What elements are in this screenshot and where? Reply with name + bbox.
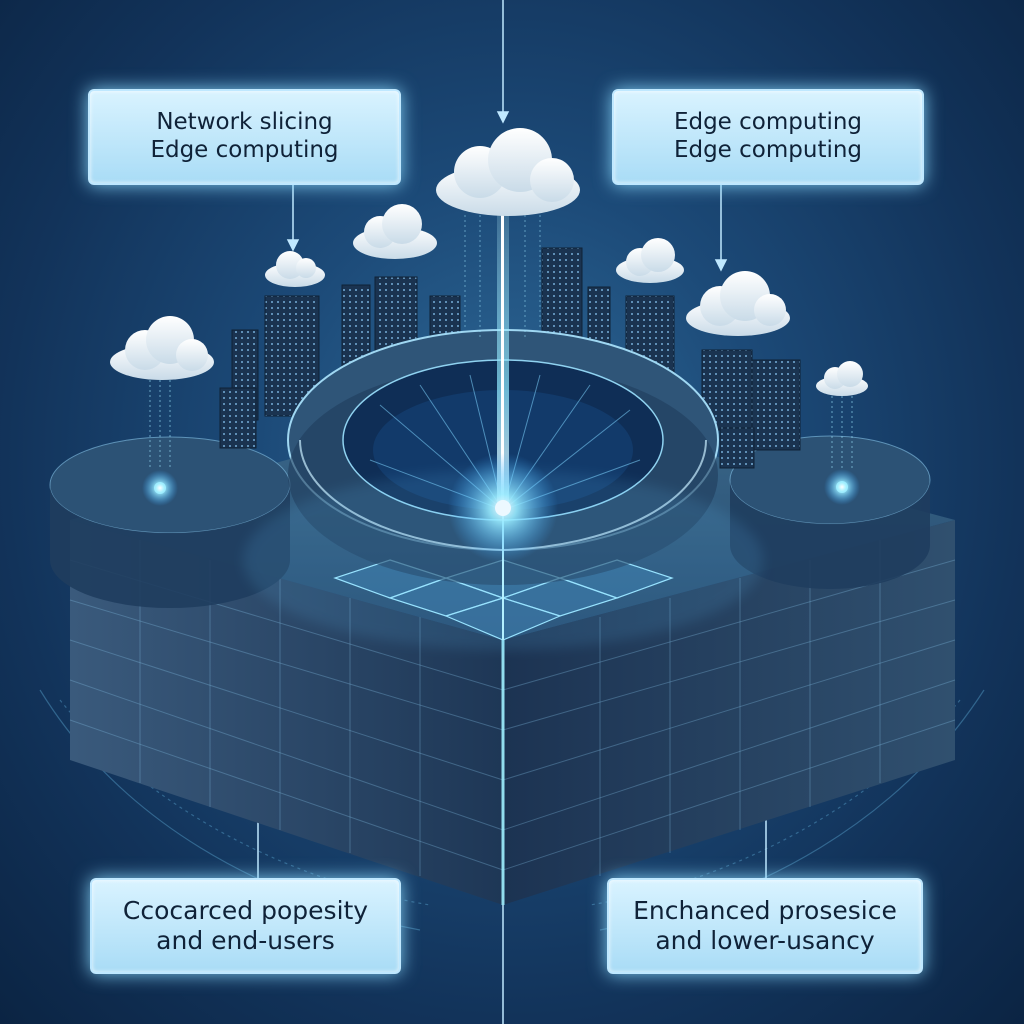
callout-top-left-line1: Network slicing	[156, 109, 333, 136]
callout-bottom-right-line1: Enchanced prosesice	[633, 896, 897, 925]
callout-top-right: Edge computing Edge computing	[612, 89, 924, 185]
callout-bottom-left: Ccocarced popesity and end-users	[90, 878, 401, 974]
callout-top-right-line1: Edge computing	[673, 109, 863, 136]
callout-bottom-right: Enchanced prosesice and lower-usancy	[607, 878, 923, 974]
cloud-icon-far-right	[816, 361, 868, 396]
cloud-icon-right-small	[616, 238, 684, 283]
callout-bottom-left-line2: and end-users	[156, 926, 335, 955]
cloud-icon-right	[686, 271, 790, 336]
right-edge-disc	[729, 435, 931, 589]
callout-top-right-line2: Edge computing	[673, 137, 863, 163]
callout-bottom-right-line2: and lower-usancy	[655, 926, 875, 955]
cloud-icon-left-upper	[353, 204, 437, 259]
server-racks-right	[502, 540, 956, 876]
cloud-icon-left	[110, 316, 214, 380]
callout-top-left-line2: Edge computing	[150, 137, 339, 163]
cloud-icon-left-small	[265, 251, 325, 287]
cloud-icon-center	[436, 128, 580, 216]
data-streams	[149, 380, 853, 470]
callout-bottom-left-line1: Ccocarced popesity	[122, 896, 369, 925]
callout-top-left: Network slicing Edge computing	[88, 89, 401, 185]
left-edge-disc	[49, 436, 291, 608]
